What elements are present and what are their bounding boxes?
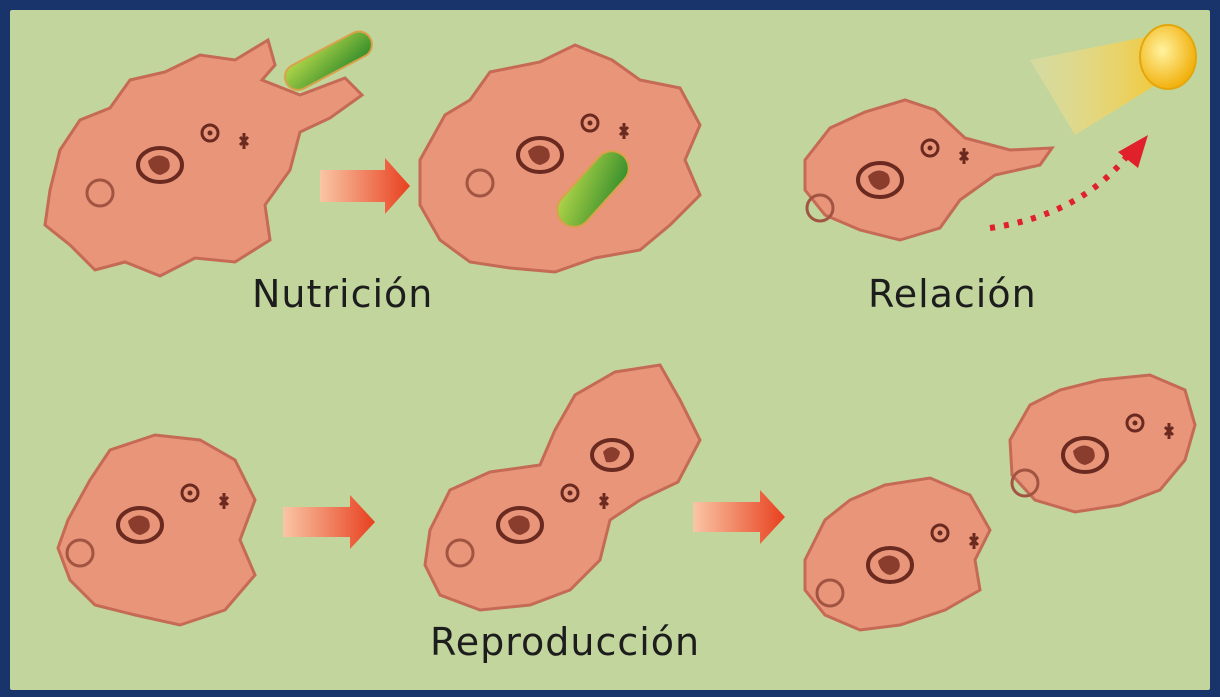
process-arrow-icon [283, 495, 375, 549]
amoeba-cell-icon [420, 45, 700, 272]
amoeba-cell-icon [1010, 375, 1195, 512]
nutrition-label: Nutrición [252, 272, 433, 316]
process-arrow-icon [320, 158, 410, 214]
amoeba-cell-icon [58, 435, 255, 625]
light-beam-icon [1030, 25, 1196, 135]
reproduction-label: Reproducción [430, 620, 700, 664]
relation-label: Relación [868, 272, 1037, 316]
amoeba-cell-icon [805, 478, 990, 630]
amoeba-cell-icon [425, 365, 700, 610]
process-arrow-icon [693, 490, 785, 544]
amoeba-cell-icon [805, 100, 1052, 240]
